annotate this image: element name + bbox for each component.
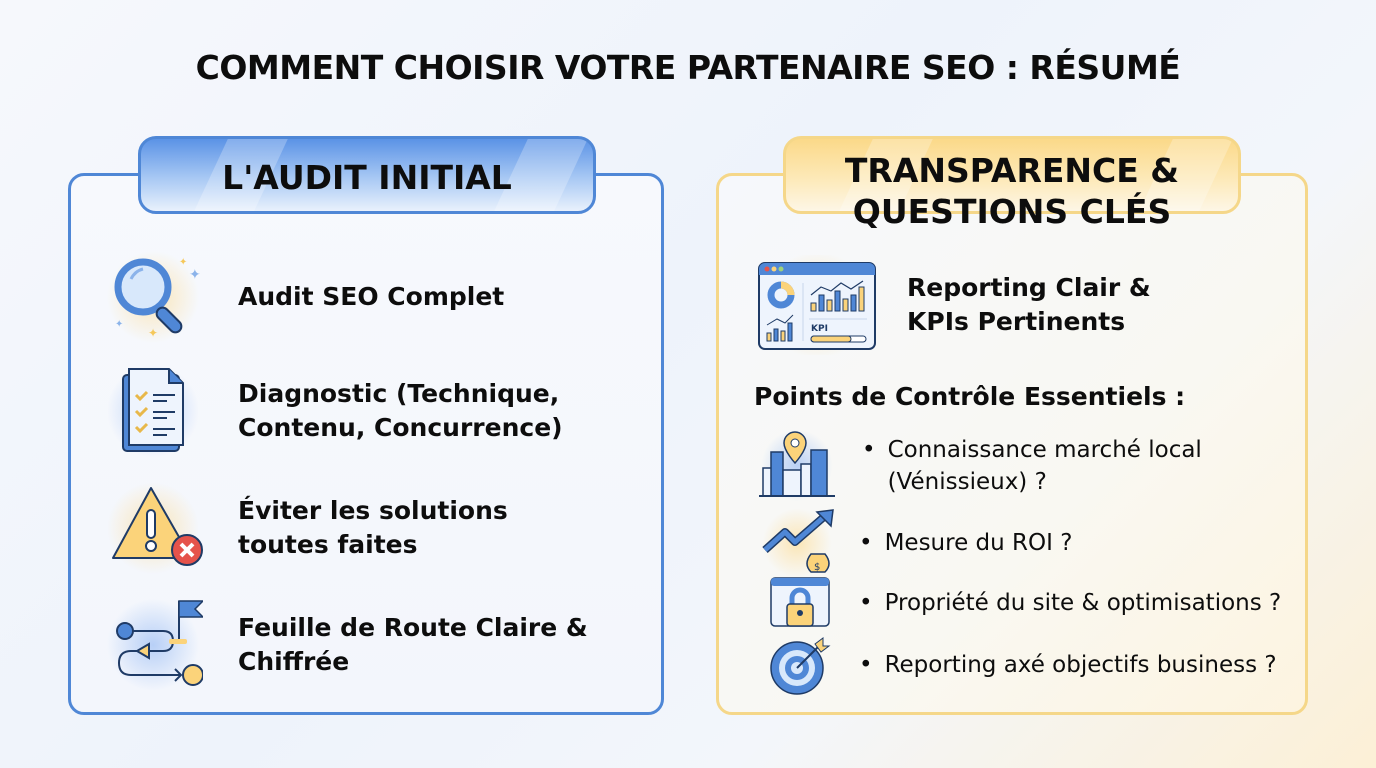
checkpoint-ownership: • Propriété du site & optimisations ?: [757, 572, 1281, 634]
bullet: •: [859, 590, 873, 616]
svg-text:KPI: KPI: [811, 324, 828, 334]
svg-text:$: $: [814, 562, 820, 573]
audit-panel-heading: L'AUDIT INITIAL: [138, 136, 596, 214]
checkpoint-roi: $ • Mesure du ROI ?: [757, 508, 1072, 578]
bullet: •: [859, 530, 873, 556]
roadmap-flag-icon: [103, 595, 203, 695]
audit-item-label: Éviter les solutions toutes faites: [238, 496, 508, 559]
checkpoint-text: • Mesure du ROI ?: [859, 527, 1072, 559]
checkpoint-text: • Connaissance marché local (Vénissieux) …: [862, 434, 1202, 498]
target-arrow-icon: [757, 634, 837, 696]
checkpoint-local-market: • Connaissance marché local (Vénissieux) …: [757, 428, 1202, 503]
website-lock-icon: [757, 572, 837, 634]
bullet: •: [859, 652, 873, 678]
audit-item-roadmap: Feuille de Route Claire & Chiffrée: [103, 595, 598, 695]
transparency-panel-heading-bg: [783, 136, 1241, 214]
audit-item-label: Feuille de Route Claire & Chiffrée: [238, 613, 588, 676]
checkpoint-line: Propriété du site & optimisations ?: [884, 590, 1282, 616]
warning-error-icon: [103, 478, 203, 578]
svg-text:✦: ✦: [148, 326, 158, 340]
checkpoints-subheading: Points de Contrôle Essentiels :: [754, 382, 1186, 411]
checkpoint-line: Mesure du ROI ?: [884, 530, 1073, 556]
checkpoint-line: (Vénissieux) ?: [887, 468, 1047, 495]
audit-item-avoid: Éviter les solutions toutes faites: [103, 478, 598, 578]
city-location-icon: [757, 428, 837, 503]
reporting-feature-label: Reporting Clair & KPIs Pertinents: [907, 273, 1151, 336]
audit-heading-text: L'AUDIT INITIAL: [222, 158, 512, 197]
magnifier-icon: ✦ ✦ ✦ ✦: [103, 247, 203, 347]
dashboard-report-icon: KPI: [752, 255, 882, 355]
checkpoint-text: • Propriété du site & optimisations ?: [859, 587, 1281, 619]
heading-line-1: TRANSPARENCE &: [844, 151, 1180, 190]
svg-text:✦: ✦: [189, 266, 201, 282]
audit-item-diagnostic: Diagnostic (Technique, Contenu, Concurre…: [103, 361, 578, 461]
growth-money-icon: $: [757, 508, 837, 578]
checklist-document-icon: [103, 361, 203, 461]
svg-text:✦: ✦: [115, 319, 123, 330]
bullet: •: [862, 436, 876, 463]
audit-item-complete: ✦ ✦ ✦ ✦ Audit SEO Complet: [103, 247, 504, 347]
reporting-feature: KPI Reporting Clair & KPIs Pertinents: [752, 255, 1167, 355]
audit-item-label: Audit SEO Complet: [238, 282, 505, 311]
checkpoint-line: Reporting axé objectifs business ?: [884, 652, 1277, 678]
checkpoint-business-reporting: • Reporting axé objectifs business ?: [757, 634, 1277, 696]
checkpoint-line: Connaissance marché local: [887, 436, 1202, 463]
checkpoint-text: • Reporting axé objectifs business ?: [859, 649, 1277, 681]
audit-item-label: Diagnostic (Technique, Contenu, Concurre…: [238, 379, 563, 442]
heading-line-2: QUESTIONS CLÉS: [852, 192, 1172, 231]
transparency-panel-heading: TRANSPARENCE & QUESTIONS CLÉS: [783, 150, 1241, 232]
page-title: COMMENT CHOISIR VOTRE PARTENAIRE SEO : R…: [195, 48, 1181, 87]
svg-text:✦: ✦: [179, 257, 187, 268]
